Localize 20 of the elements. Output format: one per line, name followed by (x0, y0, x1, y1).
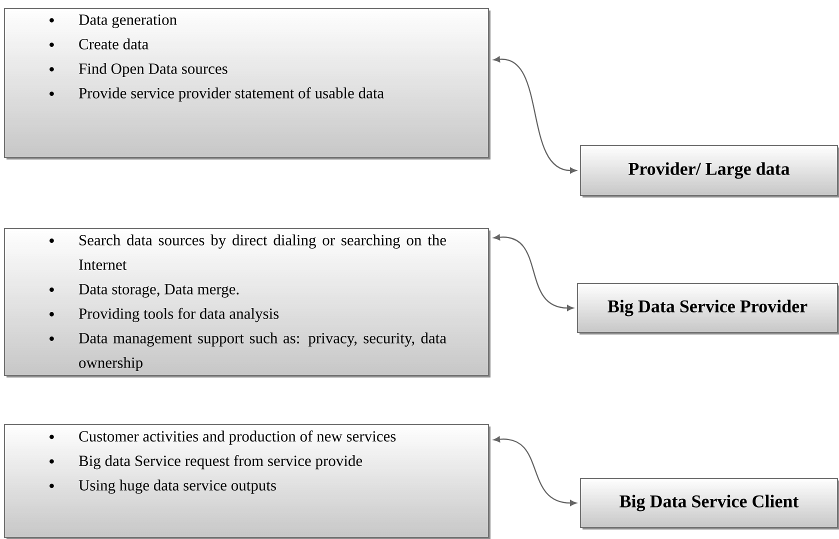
curved-arrow (494, 234, 574, 311)
bullet-item: Provide service provider statement of usable data (50, 87, 384, 102)
bullet-item: Data storage, Data merge. (50, 284, 239, 298)
bullet-item: Create data (50, 38, 148, 50)
list-box (4, 228, 490, 378)
role-box: Big Data Service Provider (577, 283, 839, 334)
bullet-item: Find Open Data sources (50, 63, 228, 78)
list-box (4, 424, 490, 539)
role-box: Big Data Service Client (580, 478, 839, 530)
bullet-item: Data management support such as: privacy, security, data ownership (50, 332, 446, 372)
bullet-item: Using huge data service outputs (50, 480, 276, 494)
list-box (4, 8, 490, 160)
bullet-item: Big data Service request from service provide (50, 455, 362, 470)
bullet-item: Data generation (50, 14, 177, 28)
role-box: Provider/ Large data (580, 145, 839, 198)
bullet-item: Search data sources by direct dialing or searching on the Internet (50, 234, 446, 270)
curved-arrow (494, 56, 576, 174)
curved-arrow (494, 436, 576, 506)
bullet-item: Customer activities and production of new services (50, 430, 396, 445)
bullet-item: Providing tools for data analysis (50, 308, 279, 322)
